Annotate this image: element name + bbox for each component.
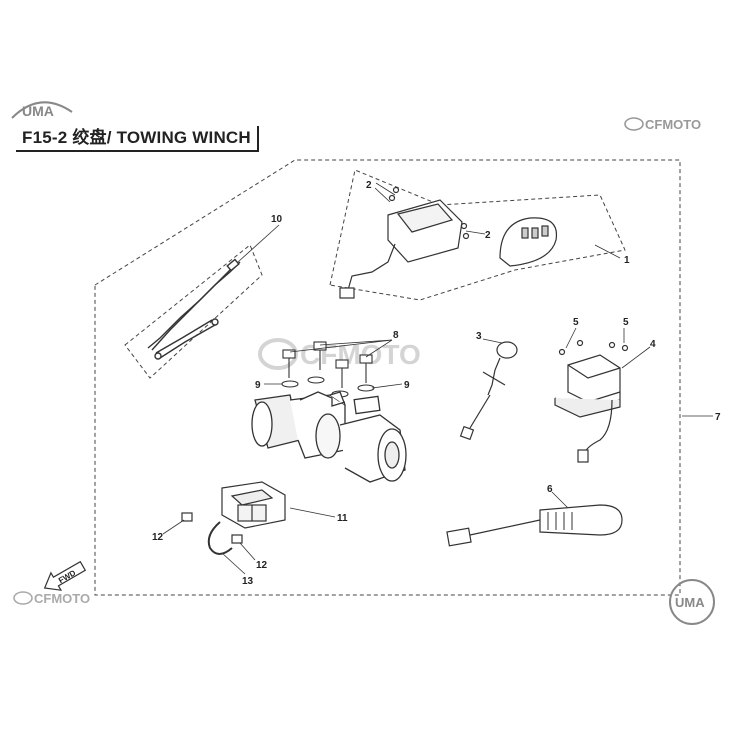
callout-2b: 2: [485, 230, 491, 241]
callout-9a: 9: [255, 380, 261, 391]
cfmoto-logo-top: CFMOTO: [624, 117, 701, 132]
fwd-arrow: FWD: [43, 560, 87, 591]
uma-badge-bottom-text: UMA: [675, 595, 705, 610]
uma-badge-top: UMA: [11, 101, 73, 119]
callout-4: 4: [650, 339, 656, 350]
callout-12a: 12: [152, 532, 164, 543]
winch-cables: [147, 258, 241, 360]
callout-12b: 12: [256, 560, 268, 571]
callout-7: 7: [715, 412, 721, 423]
cfmoto-logo-top-text: CFMOTO: [645, 117, 701, 132]
assembly-frame: [94, 159, 681, 596]
remote-kit-frame: [329, 169, 626, 301]
uma-badge-top-text: UMA: [22, 103, 54, 119]
mounting-bolts: [282, 341, 373, 388]
hook: [207, 521, 233, 555]
cfmoto-logo-bottom: CFMOTO: [13, 591, 90, 606]
fairlead-bolts: [181, 512, 243, 544]
callout-3: 3: [476, 331, 482, 342]
callout-1: 1: [624, 255, 630, 266]
callout-5b: 5: [623, 317, 629, 328]
callout-5a: 5: [573, 317, 579, 328]
rocker-switch: [459, 341, 518, 441]
winch-controller: [339, 186, 470, 299]
washers: [281, 376, 375, 398]
handheld-remote: [446, 504, 623, 547]
page-title: F15-2 绞盘/ TOWING WINCH: [16, 126, 259, 152]
callout-11: 11: [337, 513, 348, 524]
wireless-remote-fob: [499, 217, 558, 267]
callout-6: 6: [547, 484, 553, 495]
leader-lines: [162, 182, 713, 575]
roller-fairlead: [221, 481, 286, 529]
winch-contactor: [554, 339, 629, 463]
uma-badge-bottom: UMA: [669, 579, 715, 625]
cfmoto-logo-bottom-text: CFMOTO: [34, 591, 90, 606]
callout-8: 8: [393, 330, 399, 341]
callout-13: 13: [242, 576, 254, 587]
cable-kit-frame: [124, 244, 263, 379]
callout-10: 10: [271, 214, 283, 225]
callout-2a: 2: [366, 180, 372, 191]
callout-9b: 9: [404, 380, 410, 391]
winch-assembly: [251, 391, 407, 483]
